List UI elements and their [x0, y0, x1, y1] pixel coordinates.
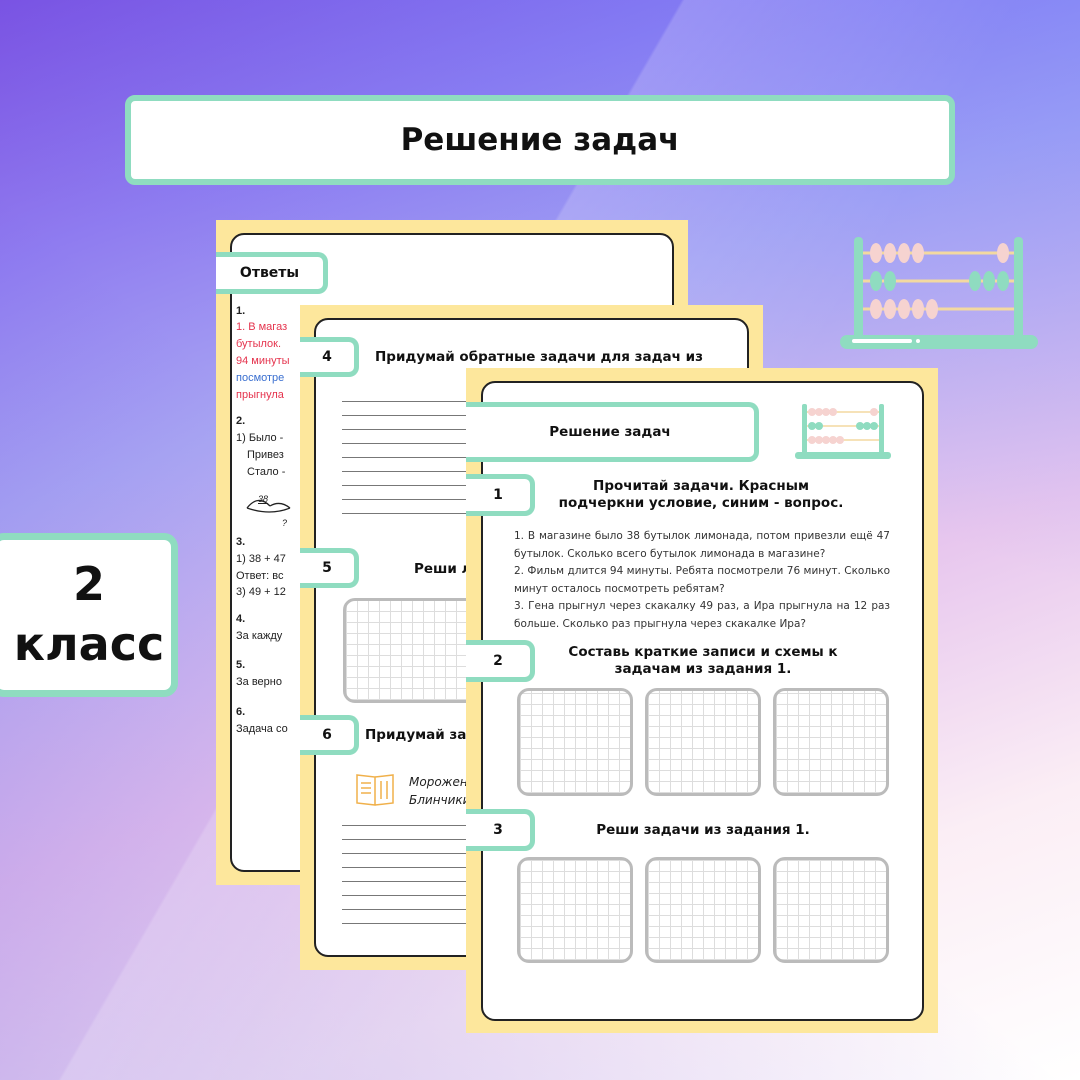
task-number: 4	[322, 349, 332, 365]
answer-line: 1) Было -	[236, 432, 284, 444]
answer-grid[interactable]	[517, 688, 633, 796]
answer-line: Стало -	[247, 466, 286, 478]
answer-grid[interactable]	[645, 688, 761, 796]
page-title: Решение задач	[400, 122, 680, 158]
task-number: 2	[493, 653, 503, 669]
task-4-number: 4	[300, 337, 359, 377]
worksheet-header: Решение задач	[466, 402, 759, 462]
answer-line: Ответ: вс	[236, 570, 284, 582]
answer-line: прыгнула	[236, 389, 284, 401]
task-3-title: Реши задачи из задания 1.	[596, 822, 810, 838]
answer-line: Задача со	[236, 723, 288, 735]
task-1-number: 1	[466, 474, 535, 516]
scheme-diagram	[246, 499, 291, 513]
answer-line: бутылок.	[236, 338, 282, 350]
task-4-title: Придумай обратные задачи для задач из	[375, 349, 703, 365]
answer-line: Привез	[247, 449, 284, 461]
worksheet-title: Решение задач	[549, 424, 671, 440]
menu-item: Морожен	[409, 775, 468, 789]
task-2-number: 2	[466, 640, 535, 682]
grade-number: 2	[72, 557, 105, 612]
task-6-number: 6	[300, 715, 359, 755]
answer-line: 1. В магаз	[236, 321, 288, 333]
task-6-title: Придумай зад	[365, 727, 478, 743]
menu-item: Блинчики	[409, 793, 471, 807]
task-1-title: Прочитай задачи. Красным подчеркни услов…	[558, 478, 844, 511]
problem-text: 1. В магазине было 38 бутылок лимонада, …	[514, 530, 890, 560]
answer-section-4: 4.	[236, 613, 246, 625]
answer-line: За верно	[236, 676, 282, 688]
answers-tab-label: Ответы	[239, 265, 300, 281]
task-number: 5	[322, 560, 332, 576]
task-number: 1	[493, 487, 503, 503]
answer-grid[interactable]	[645, 857, 761, 963]
answer-grid[interactable]	[773, 857, 889, 963]
answer-line: 3) 49 + 12	[236, 586, 286, 598]
answer-section-5: 5.	[236, 659, 246, 671]
answer-grid[interactable]	[773, 688, 889, 796]
problem-text: 2. Фильм длится 94 минуты. Ребята посмот…	[514, 565, 890, 595]
answer-section-6: 6.	[236, 706, 246, 718]
answer-grid[interactable]	[517, 857, 633, 963]
diagram-number: 38	[258, 494, 269, 504]
menu-book-icon	[356, 774, 394, 806]
abacus-icon	[795, 404, 891, 459]
answer-line: посмотре	[236, 372, 285, 384]
grade-badge: 2 класс	[0, 533, 178, 697]
answer-section-2: 2.	[236, 415, 246, 427]
answer-line: За кажду	[236, 630, 283, 642]
problem-text: 3. Гена прыгнул через скакалку 49 раз, а…	[514, 600, 890, 630]
answer-line: 1.	[236, 305, 246, 317]
task-5-title: Реши л	[414, 561, 472, 577]
title-banner: Решение задач	[125, 95, 955, 185]
grade-label: класс	[13, 617, 165, 671]
worksheet-page-1: Решение задач 1 Прочитай задачи. Красным…	[466, 368, 938, 1033]
answer-line: 94 минуты	[236, 355, 290, 367]
answers-tab: Ответы	[216, 252, 328, 294]
diagram-question: ?	[282, 518, 288, 528]
problem-list: 1. В магазине было 38 бутылок лимонада, …	[514, 528, 890, 633]
task-5-number: 5	[300, 548, 359, 588]
task-3-number: 3	[466, 809, 535, 851]
answer-section-3: 3.	[236, 536, 246, 548]
answer-grid[interactable]	[343, 598, 483, 703]
task-number: 3	[493, 822, 503, 838]
answer-line: 1) 38 + 47	[236, 553, 286, 565]
task-number: 6	[322, 727, 332, 743]
task-2-title: Составь краткие записи и схемы к задачам…	[568, 644, 838, 677]
abacus-icon	[840, 237, 1038, 349]
